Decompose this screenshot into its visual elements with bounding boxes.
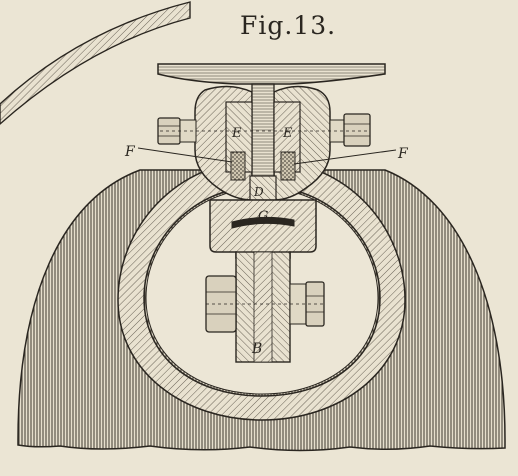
leader-f-right bbox=[293, 149, 397, 165]
figure-title: Fig.13. bbox=[240, 11, 336, 40]
label-f-right: F bbox=[397, 146, 409, 162]
lower-bolt bbox=[205, 275, 325, 333]
rail-top-flange bbox=[157, 63, 386, 85]
ring-clamp bbox=[117, 159, 406, 421]
stem-b-core bbox=[253, 251, 273, 363]
packing-f-right bbox=[280, 151, 296, 181]
label-b: B bbox=[251, 341, 262, 357]
label-e-right: E bbox=[282, 126, 293, 141]
label-d: D bbox=[253, 185, 264, 199]
top-left-arc bbox=[0, 1, 191, 125]
label-f-left: F bbox=[124, 144, 136, 160]
label-e-left: E bbox=[231, 126, 242, 141]
label-g: G bbox=[258, 209, 268, 224]
leader-f-left bbox=[137, 147, 233, 163]
plate-g bbox=[231, 216, 295, 229]
horizontal-bolt bbox=[157, 113, 371, 147]
packing-f-left bbox=[230, 151, 246, 181]
